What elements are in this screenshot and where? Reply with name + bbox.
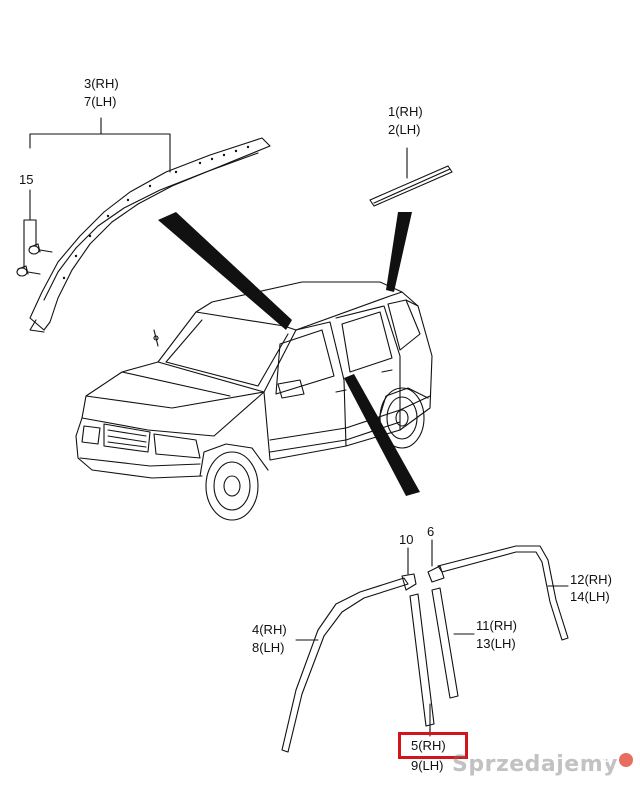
corner-piece-6 — [427, 565, 445, 583]
watermark-suffix: .pl — [600, 755, 613, 765]
leader-15 — [23, 189, 37, 269]
drip-molding-part — [369, 147, 453, 207]
front-door-frame-molding-part — [281, 577, 409, 753]
clip-part — [16, 243, 53, 277]
label-7-lh: 7(LH) — [84, 94, 117, 109]
label-9-lh: 9(LH) — [411, 758, 444, 773]
suv-illustration — [75, 281, 433, 521]
label-10: 10 — [399, 532, 414, 547]
label-5-rh: 5(RH) — [411, 738, 446, 753]
label-8-lh: 8(LH) — [252, 640, 285, 655]
label-6: 6 — [427, 524, 435, 539]
label-4-rh: 4(RH) — [252, 622, 287, 637]
label-2-lh: 2(LH) — [388, 122, 421, 137]
label-14-lh: 14(LH) — [570, 589, 610, 604]
label-1-rh: 1(RH) — [388, 104, 423, 119]
label-12-rh: 12(RH) — [570, 572, 612, 587]
roof-pillar-molding-part — [16, 137, 271, 333]
label-13-lh: 13(LH) — [476, 636, 516, 651]
watermark-dot-icon — [619, 753, 633, 767]
rear-door-frame-molding-part — [437, 545, 569, 641]
label-15: 15 — [19, 172, 34, 187]
watermark-text: Sprzedajemy — [452, 752, 618, 777]
watermark-logo: Sprzedajemy — [452, 752, 633, 777]
label-3-rh: 3(RH) — [84, 76, 119, 91]
corner-piece-10 — [401, 573, 417, 591]
rear-door-pillar-molding-part — [431, 587, 459, 699]
label-11-rh: 11(RH) — [476, 618, 517, 633]
leader-3-7 — [29, 117, 171, 173]
callout-arrows — [158, 212, 420, 496]
highlight-box — [398, 732, 468, 759]
